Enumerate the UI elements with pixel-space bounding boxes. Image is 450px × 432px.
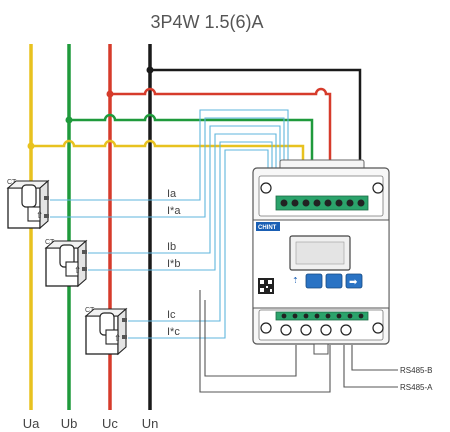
meter-button-3[interactable] bbox=[345, 273, 363, 289]
junction-un bbox=[146, 66, 154, 74]
ct-a: CT ⇧ bbox=[6, 179, 50, 230]
qr-code bbox=[258, 278, 274, 294]
brand-text: CHINT bbox=[258, 225, 277, 231]
bus-label-ub: Ub bbox=[61, 416, 78, 431]
label-ia: Ia bbox=[167, 188, 177, 200]
bottom-screws bbox=[260, 322, 384, 336]
bus-labels: Ua Ub Uc Un bbox=[23, 416, 159, 431]
meter-button-2[interactable] bbox=[325, 273, 343, 289]
wire-uc bbox=[110, 87, 332, 188]
bus-label-un: Un bbox=[142, 416, 159, 431]
brand-badge bbox=[256, 222, 280, 231]
wire-rs485-b bbox=[351, 345, 398, 371]
label-i-star-c: I*c bbox=[167, 326, 180, 338]
label-ib: Ib bbox=[167, 241, 176, 253]
arrow-right-icon: ➡ bbox=[349, 277, 358, 288]
ct-b: CT ⇧ bbox=[44, 239, 88, 288]
energy-meter: CHINT ⇡ ➡ bbox=[252, 159, 390, 355]
ct-a-arrow-icon: ⇧ bbox=[36, 211, 44, 221]
diagram-title: 3P4W 1.5(6)A bbox=[150, 12, 263, 32]
ct-c-arrow-icon: ⇧ bbox=[114, 334, 122, 344]
wire-i-star-b bbox=[88, 133, 277, 271]
ct-c-label: CT bbox=[85, 307, 95, 314]
rs485-b-label: RS485-B bbox=[400, 366, 432, 375]
junction-ub bbox=[65, 116, 73, 124]
wire-rs485-a bbox=[343, 345, 398, 388]
junction-ua bbox=[27, 142, 35, 150]
wire-i-star-a bbox=[50, 117, 285, 218]
label-i-star-b: I*b bbox=[167, 258, 180, 270]
up-arrow-icon: ⇡ bbox=[292, 276, 299, 285]
bottom-terminals bbox=[275, 311, 369, 321]
ct-lead-wires bbox=[50, 109, 289, 339]
ct-b-arrow-icon: ⇧ bbox=[74, 266, 82, 276]
voltage-bus bbox=[29, 44, 152, 410]
wire-ia bbox=[50, 109, 289, 201]
wire-bottom-loop bbox=[199, 290, 331, 393]
meter-button-1[interactable] bbox=[305, 273, 323, 289]
bus-label-uc: Uc bbox=[102, 416, 118, 431]
wire-ua bbox=[31, 139, 305, 188]
wire-lower-left bbox=[204, 300, 297, 377]
junction-uc bbox=[106, 90, 114, 98]
label-i-star-a: I*a bbox=[167, 205, 181, 217]
ct-b-label: CT bbox=[45, 239, 55, 246]
rs485-a-label: RS485-A bbox=[400, 383, 433, 392]
rs485-wires bbox=[199, 290, 398, 393]
wire-un bbox=[150, 68, 362, 162]
wire-ib bbox=[88, 125, 281, 254]
wire-ub bbox=[69, 113, 314, 188]
label-ic: Ic bbox=[167, 309, 176, 321]
ct-lead-labels: Ia I*a Ib I*b Ic I*c bbox=[167, 188, 181, 338]
voltage-tap-wires bbox=[27, 66, 362, 188]
wire-ic bbox=[128, 141, 273, 322]
ct-c: CT ⇧ bbox=[84, 307, 128, 356]
ct-a-label: CT bbox=[7, 179, 17, 186]
top-terminals bbox=[275, 195, 369, 211]
wire-i-star-c bbox=[128, 149, 269, 339]
top-screws bbox=[260, 182, 384, 194]
bus-label-ua: Ua bbox=[23, 416, 40, 431]
